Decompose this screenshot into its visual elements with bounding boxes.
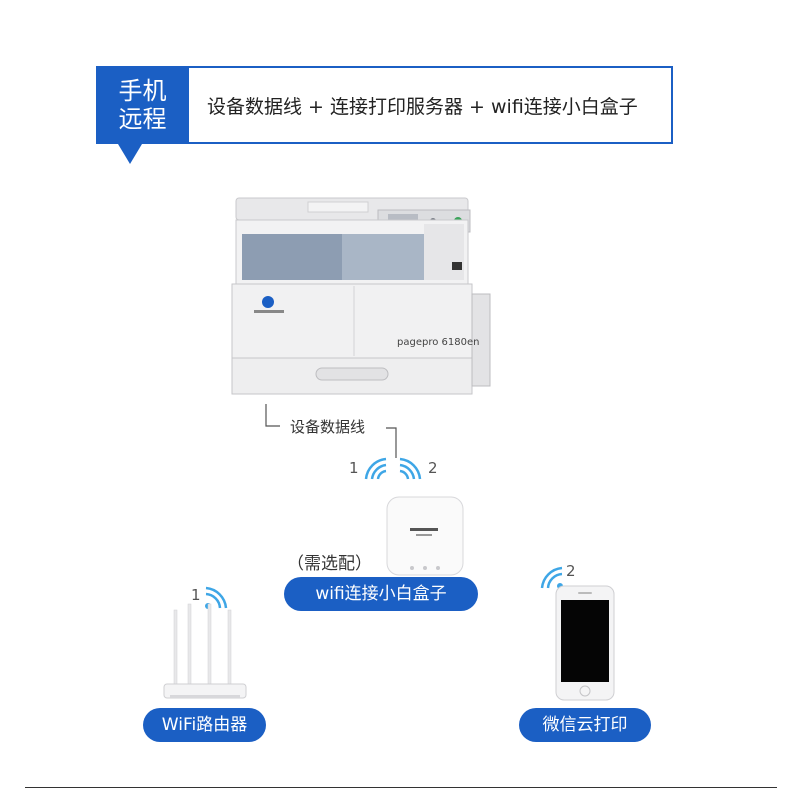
phone-signal-number: 2 [566, 562, 576, 580]
router-image [163, 603, 247, 699]
router-label: WiFi路由器 [143, 708, 266, 742]
header-banner [96, 66, 673, 144]
box-signal-left-number: 1 [349, 459, 359, 477]
cable-lines [265, 404, 397, 458]
router-signal-number: 1 [191, 586, 201, 604]
printer-image [231, 197, 491, 395]
cable-label: 设备数据线 [290, 418, 366, 436]
wifi-right-icon [399, 457, 422, 480]
header-tag-pointer [118, 144, 142, 164]
wifi-box-label: wifi连接小白盒子 [284, 577, 478, 611]
phone-label: 微信云打印 [519, 708, 651, 742]
wifi-left-icon [364, 457, 387, 480]
box-signal-right-number: 2 [428, 459, 438, 477]
optional-note: （需选配） [287, 554, 372, 574]
header-tag-label: 手机远程 [118, 77, 167, 133]
header-description: 设备数据线 + 连接打印服务器 + wifi连接小白盒子 [207, 96, 638, 118]
wifi-box-image [386, 496, 464, 576]
printer-model-label: pagepro 6180en [397, 337, 480, 348]
bottom-divider [25, 787, 777, 788]
header-tag: 手机远程 [96, 66, 189, 144]
phone-image [555, 585, 615, 701]
